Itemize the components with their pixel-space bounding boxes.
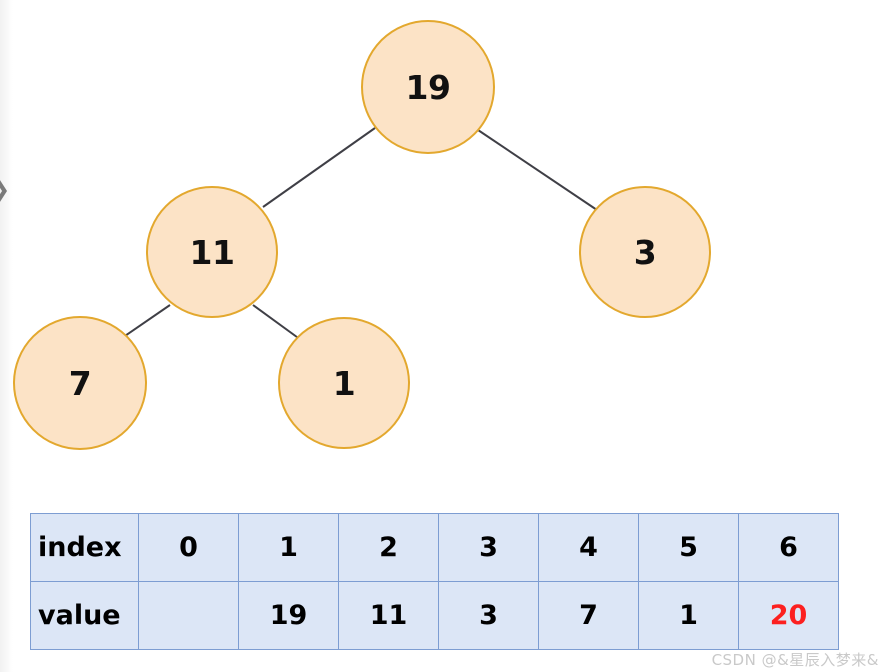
table-cell-value-0 [138,581,239,650]
tree-edge-n19-n3 [477,129,598,211]
table-cell-index-5: 5 [638,513,739,582]
table-cell-value-4: 7 [538,581,639,650]
table-cell-index-4: 4 [538,513,639,582]
tree-node-label: 3 [633,232,657,272]
table-cell-value-2: 11 [338,581,439,650]
tree-edge-n11-n7 [121,304,171,339]
left-gutter [0,0,13,672]
table-cell-value-3: 3 [438,581,539,650]
tree-node-1[interactable]: 1 [278,317,410,449]
tree-node-11[interactable]: 11 [146,186,278,318]
table-cell-value-6: 20 [738,581,839,650]
table-row-header-index: index [30,513,139,582]
tree-edge-n11-n1 [252,304,302,341]
table-cell-index-3: 3 [438,513,539,582]
tree-node-label: 1 [332,363,356,403]
table-cell-index-6: 6 [738,513,839,582]
watermark: CSDN @&星辰入梦来& [711,651,879,669]
table-cell-index-1: 1 [238,513,339,582]
tree-node-7[interactable]: 7 [13,316,147,450]
tree-node-label: 11 [189,232,235,272]
table-row-header-value: value [30,581,139,650]
tree-node-label: 19 [405,67,451,107]
tree-edges [121,127,598,341]
tree-node-3[interactable]: 3 [579,186,711,318]
table-cell-value-5: 1 [638,581,739,650]
tree-node-label: 7 [68,363,92,403]
tree-node-19[interactable]: 19 [361,20,495,154]
chevron-right-icon[interactable]: ❯ [0,178,13,202]
tree-edge-n19-n11 [262,127,376,208]
table-cell-index-0: 0 [138,513,239,582]
table-cell-index-2: 2 [338,513,439,582]
table-cell-value-1: 19 [238,581,339,650]
